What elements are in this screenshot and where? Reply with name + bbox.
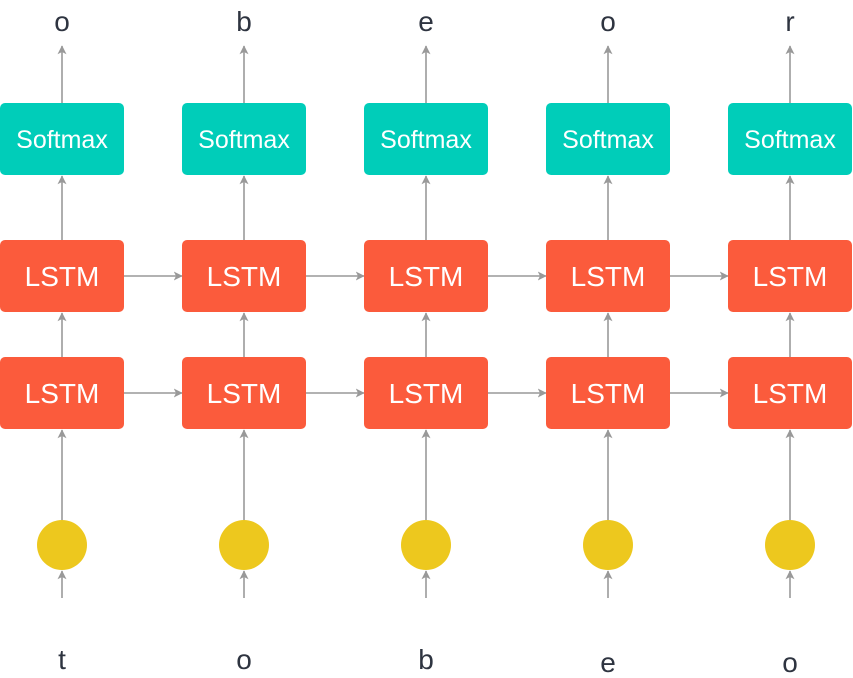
softmax-label-2: Softmax [198, 126, 290, 154]
lstm-layer1-box-5 [728, 357, 852, 429]
output-char-3: e [418, 6, 434, 37]
input-char-4: e [600, 647, 616, 678]
lstm-layer1-box-1 [0, 357, 124, 429]
lstm-layer1-box-3 [364, 357, 488, 429]
arrows-layer [57, 45, 795, 598]
embedding-node-3 [401, 520, 451, 570]
output-char-1: o [54, 6, 70, 37]
lstm-layer2-label-3: LSTM [389, 261, 464, 292]
input-char-5: o [782, 647, 798, 678]
lstm-layer2-box-1 [0, 240, 124, 312]
nodes-layer [0, 103, 852, 570]
lstm-layer2-box-3 [364, 240, 488, 312]
lstm-layer1-label-1: LSTM [25, 378, 100, 409]
softmax-box-5 [728, 103, 852, 175]
softmax-label-3: Softmax [380, 126, 472, 154]
softmax-label-5: Softmax [744, 126, 836, 154]
output-char-2: b [236, 6, 252, 37]
softmax-box-4 [546, 103, 670, 175]
lstm-layer1-label-5: LSTM [753, 378, 828, 409]
softmax-box-3 [364, 103, 488, 175]
lstm-layer2-box-2 [182, 240, 306, 312]
lstm-layer2-label-5: LSTM [753, 261, 828, 292]
lstm-layer2-box-5 [728, 240, 852, 312]
lstm-layer2-label-2: LSTM [207, 261, 282, 292]
lstm-layer1-label-3: LSTM [389, 378, 464, 409]
lstm-layer1-box-2 [182, 357, 306, 429]
softmax-box-1 [0, 103, 124, 175]
embedding-node-1 [37, 520, 87, 570]
input-char-1: t [58, 644, 66, 675]
softmax-label-4: Softmax [562, 126, 654, 154]
embedding-node-2 [219, 520, 269, 570]
softmax-box-2 [182, 103, 306, 175]
lstm-layer1-box-4 [546, 357, 670, 429]
lstm-layer2-label-4: LSTM [571, 261, 646, 292]
lstm-layer2-label-1: LSTM [25, 261, 100, 292]
output-char-5: r [785, 6, 794, 37]
embedding-node-5 [765, 520, 815, 570]
input-char-2: o [236, 644, 252, 675]
lstm-layer1-label-4: LSTM [571, 378, 646, 409]
embedding-node-4 [583, 520, 633, 570]
output-char-4: o [600, 6, 616, 37]
lstm-layer2-box-4 [546, 240, 670, 312]
input-char-3: b [418, 644, 434, 675]
labels-layer: SoftmaxLSTMLSTMotSoftmaxLSTMLSTMboSoftma… [16, 6, 836, 678]
softmax-label-1: Softmax [16, 126, 108, 154]
lstm-layer1-label-2: LSTM [207, 378, 282, 409]
